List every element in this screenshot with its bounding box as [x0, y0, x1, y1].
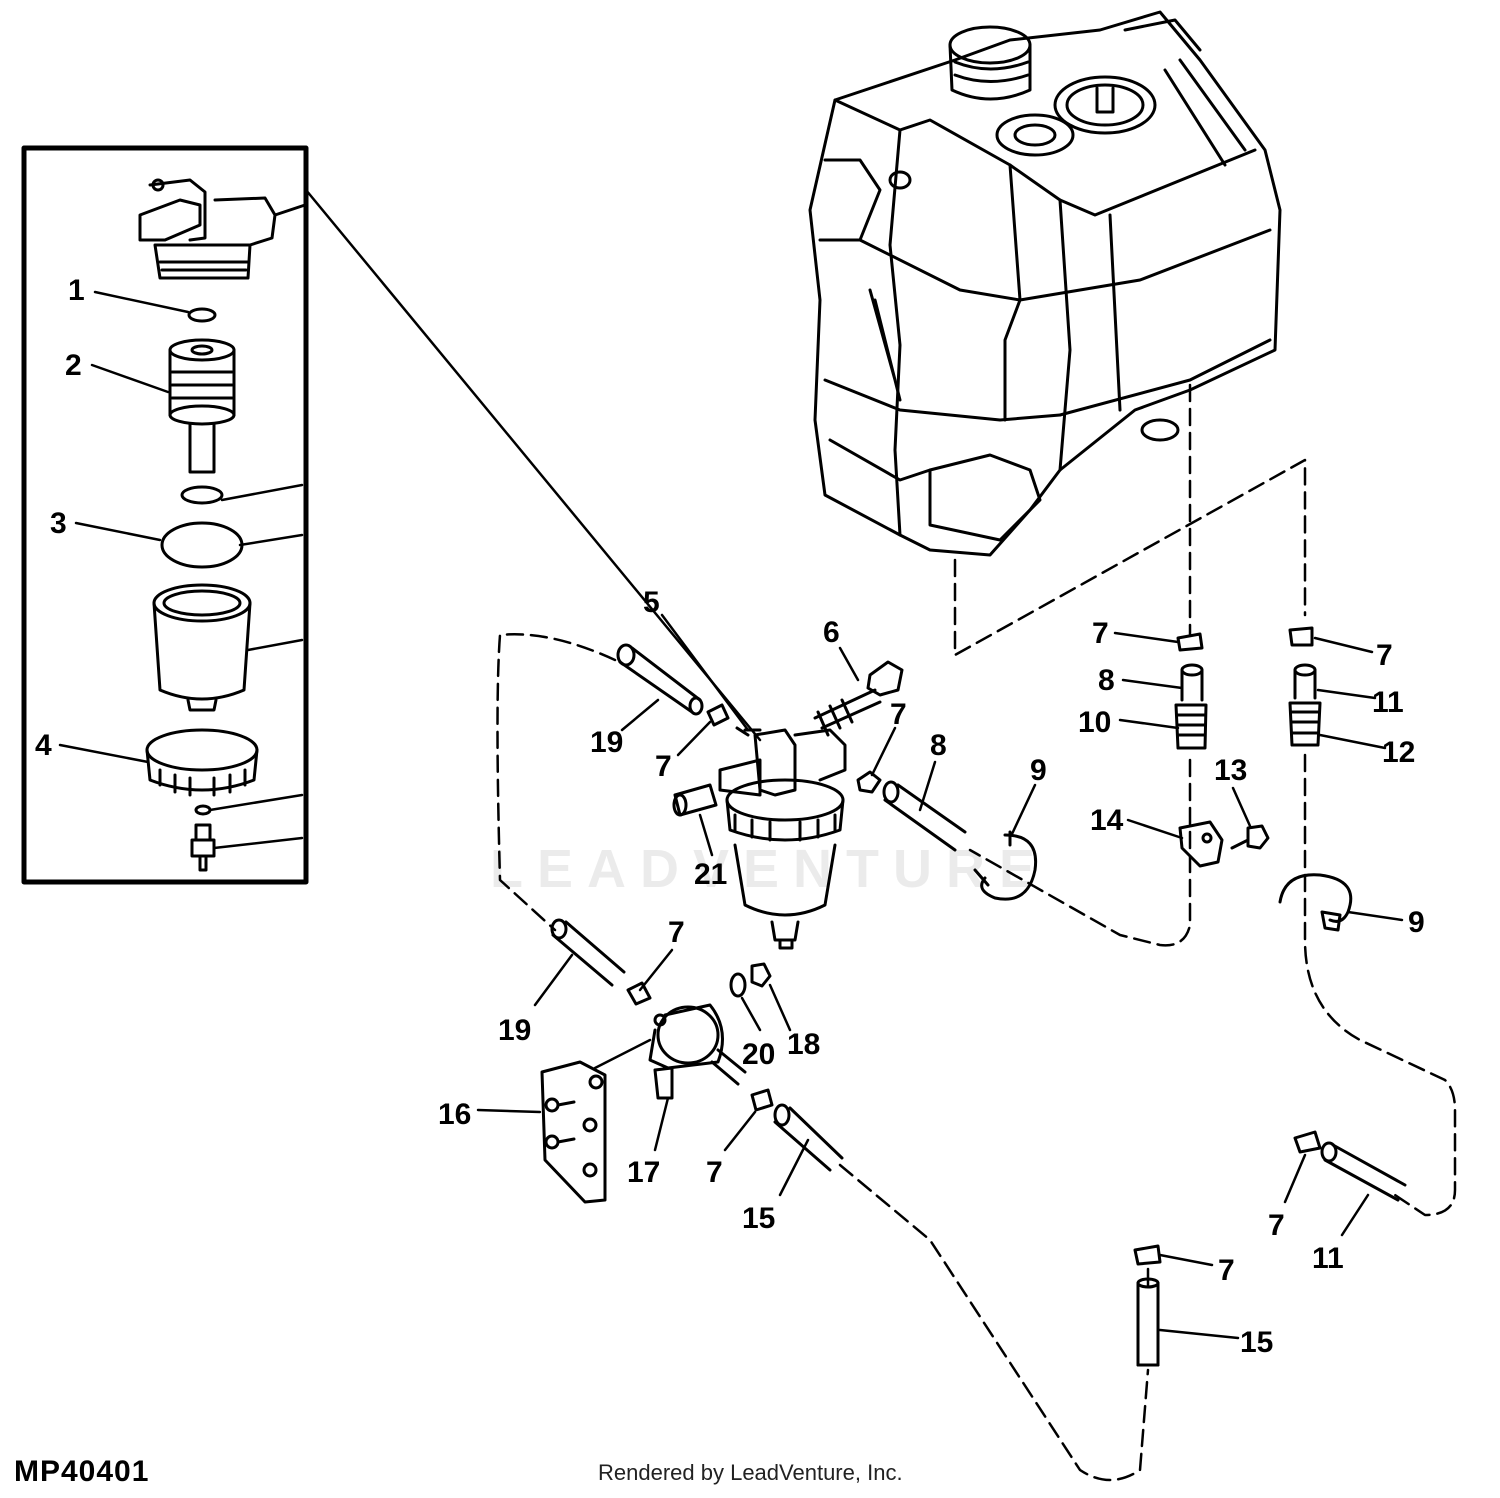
hose-clamp-9-b	[1278, 873, 1353, 932]
callout-4: 4	[35, 729, 52, 762]
callout-19-b: 19	[498, 1014, 531, 1047]
bracket-16	[540, 1060, 607, 1204]
callout-20: 20	[742, 1038, 775, 1071]
hose-8-mid	[882, 780, 967, 852]
inset-o-ring	[187, 307, 217, 323]
callout-6: 6	[823, 616, 840, 649]
callout-13: 13	[1214, 754, 1247, 787]
callout-17: 17	[627, 1156, 660, 1189]
fuel-pump-17	[648, 1003, 747, 1100]
callout-3: 3	[50, 507, 67, 540]
callout-7-e: 7	[668, 916, 685, 949]
callout-7-b: 7	[890, 698, 907, 731]
clamp-7-e	[626, 981, 652, 1006]
tube-21	[672, 783, 718, 817]
banjo-bolt	[813, 660, 904, 737]
hose-19-lower	[550, 918, 626, 987]
clamp-7-d	[1288, 626, 1314, 647]
callout-2: 2	[65, 349, 82, 382]
callout-18: 18	[787, 1028, 820, 1061]
callout-10: 10	[1078, 706, 1111, 739]
hose-11-lower	[1320, 1141, 1407, 1202]
callout-9-a: 9	[1030, 754, 1047, 787]
screw-13	[1230, 824, 1270, 850]
clip-14	[1178, 820, 1224, 868]
clamp-7-b	[856, 770, 882, 794]
callout-7-f: 7	[706, 1156, 723, 1189]
callout-5: 5	[643, 586, 660, 619]
leader-lines	[476, 613, 1404, 1340]
clamp-7-c	[1176, 632, 1204, 652]
bracket-pointer	[593, 1038, 652, 1070]
washer-20	[729, 972, 747, 998]
hose-15-lower	[1136, 1277, 1160, 1367]
inset-filter-element	[168, 338, 236, 474]
callout-9-b: 9	[1408, 906, 1425, 939]
watermark-text: LEADVENTURE	[490, 839, 1050, 899]
hose-19-upper	[616, 643, 704, 716]
nut-18	[750, 962, 772, 988]
callout-7-g: 7	[1268, 1209, 1285, 1242]
inset-gasket	[160, 521, 244, 569]
hose-clamp-9-a	[973, 830, 1038, 901]
callout-7-a: 7	[655, 750, 672, 783]
hose-15-mid	[773, 1103, 844, 1172]
callout-19-a: 19	[590, 726, 623, 759]
callout-11-a: 11	[1372, 686, 1404, 719]
callout-14: 14	[1090, 804, 1124, 837]
callout-15-b: 15	[1240, 1326, 1273, 1359]
fuel-filter-assembly	[718, 726, 847, 950]
callout-8-b: 8	[930, 729, 947, 762]
inset-filter-bowl	[152, 583, 252, 712]
credit-text: Rendered by LeadVenture, Inc.	[598, 1460, 903, 1485]
callout-7-d: 7	[1376, 639, 1393, 672]
clamp-7-g	[1293, 1130, 1322, 1154]
fitting-8-10	[1174, 663, 1208, 750]
callout-numbers: 1 2 3 4 5 6 7 7 7 7 7 7 7 7 7 8 8 9 9 10…	[35, 274, 1425, 1359]
inset-pointer-line	[304, 188, 762, 742]
callout-7-h: 7	[1218, 1254, 1235, 1287]
fitting-11-12	[1288, 663, 1322, 747]
callout-8-a: 8	[1098, 664, 1115, 697]
callout-16: 16	[438, 1098, 471, 1131]
clamp-7-h	[1133, 1244, 1162, 1266]
callout-11-b: 11	[1312, 1242, 1344, 1275]
inset-filter-head	[138, 178, 307, 280]
fuel-tank	[808, 10, 1282, 557]
inset-drain-plug	[190, 823, 216, 872]
callout-21: 21	[694, 858, 727, 891]
inset-drain-washer	[194, 804, 212, 816]
diagram-id: MP40401	[14, 1455, 150, 1488]
inset-seal-ring	[180, 485, 224, 505]
callout-15-a: 15	[742, 1202, 775, 1235]
callout-7-c: 7	[1092, 617, 1109, 650]
clamp-7-a	[706, 703, 730, 727]
inset-ring-nut	[145, 728, 259, 797]
filter-inset	[21, 145, 309, 885]
clamp-7-f	[750, 1088, 774, 1112]
callout-1: 1	[68, 274, 85, 307]
callout-12: 12	[1382, 736, 1415, 769]
hose-routing	[496, 383, 1457, 1482]
